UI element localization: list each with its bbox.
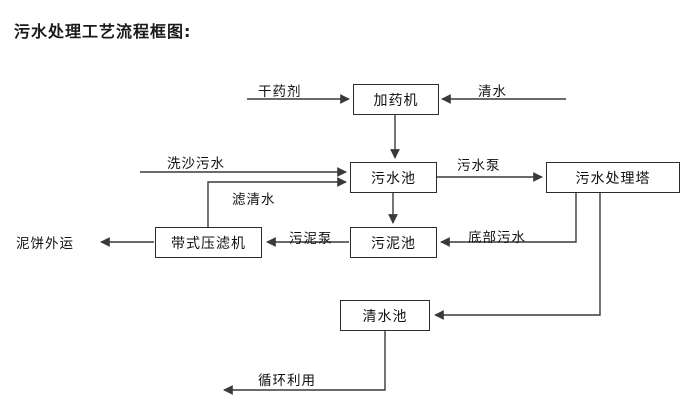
label-sewage-pump: 污水泵 xyxy=(457,158,501,174)
edge-filtrate-water xyxy=(207,177,347,227)
edge-tower-to-clean-water xyxy=(434,193,601,320)
edge-recycle-reuse xyxy=(223,331,386,395)
label-sand-wash-sewage: 洗沙污水 xyxy=(167,156,225,172)
node-treatment-tower[interactable]: 污水处理塔 xyxy=(546,162,680,193)
label-clean-water-in: 清水 xyxy=(478,84,507,100)
label-dry-chemical: 干药剂 xyxy=(258,84,302,100)
node-dosing-machine[interactable]: 加药机 xyxy=(353,84,439,115)
label-recycle-reuse: 循环利用 xyxy=(258,373,316,389)
label-filtrate-water: 滤清水 xyxy=(232,192,276,208)
node-sludge-pool[interactable]: 污泥池 xyxy=(350,227,437,258)
node-belt-filter-press[interactable]: 带式压滤机 xyxy=(155,227,262,258)
label-bottom-sewage: 底部污水 xyxy=(468,230,526,246)
node-clean-water-pool[interactable]: 清水池 xyxy=(340,300,430,331)
node-wastewater-pool[interactable]: 污水池 xyxy=(350,162,437,193)
label-sludge-pump: 污泥泵 xyxy=(289,231,333,247)
page-title: 污水处理工艺流程框图: xyxy=(14,22,192,41)
label-mud-cake-transport: 泥饼外运 xyxy=(16,236,74,252)
edge-bottom-sewage xyxy=(440,193,577,247)
